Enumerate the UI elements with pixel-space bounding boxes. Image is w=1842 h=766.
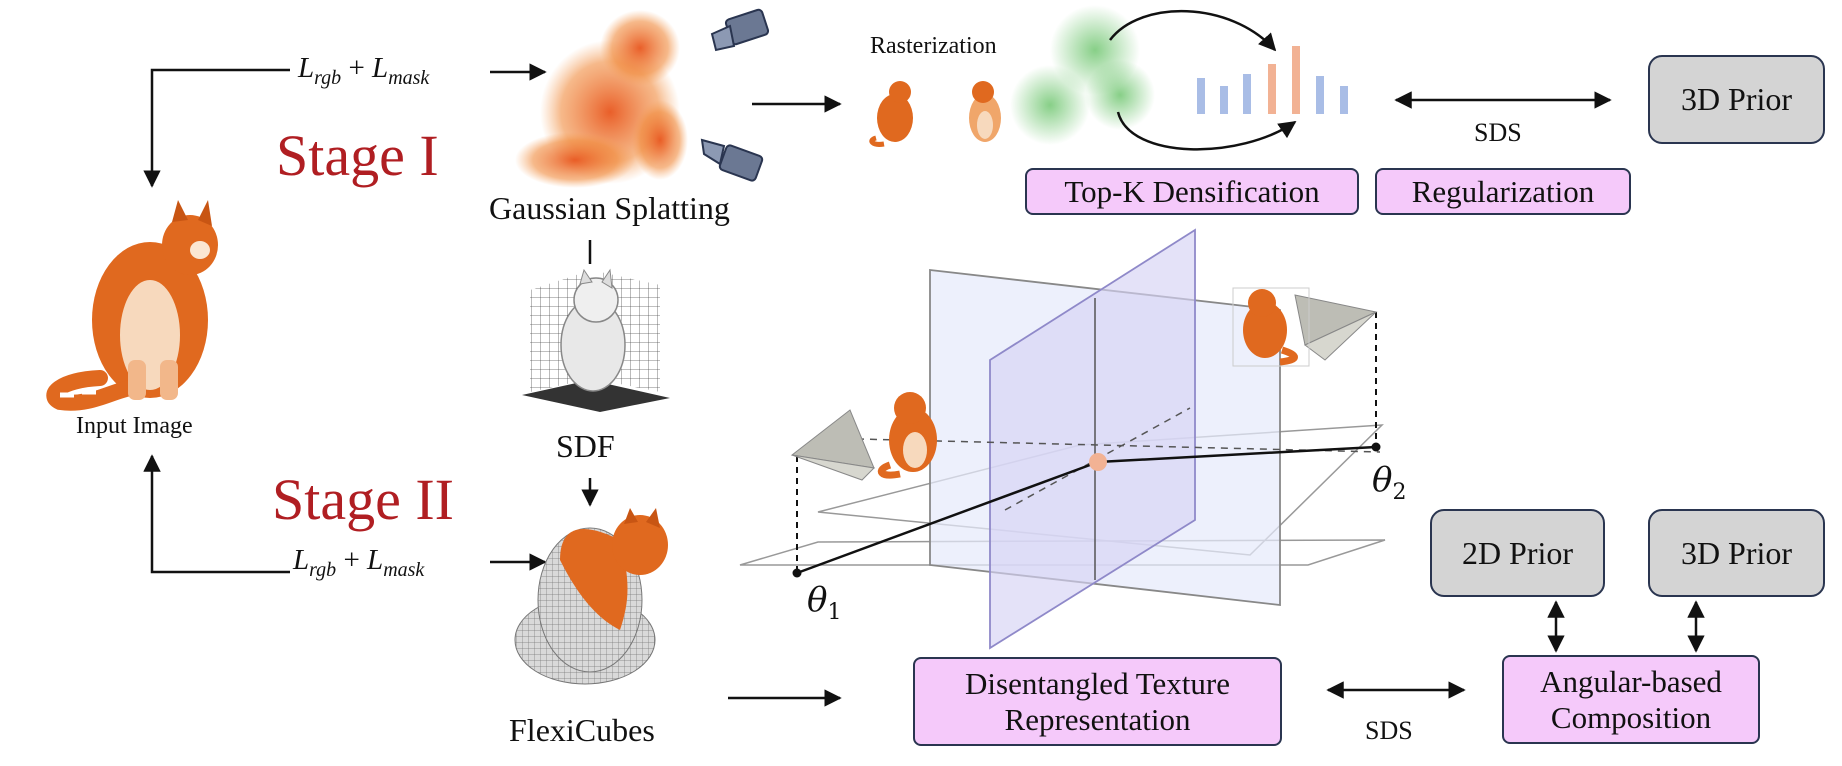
stage1-title: Stage I: [276, 123, 439, 188]
view-cone-right: [1294, 294, 1378, 361]
stage2-title: Stage II: [272, 467, 454, 532]
gaussian-blobs: [1010, 5, 1155, 145]
gaussian-splatting-label: Gaussian Splatting: [489, 190, 730, 226]
disentangled-texture-box: Disentangled Texture Representation: [913, 657, 1282, 746]
rasterized-cat-1: [869, 81, 913, 147]
camera-icon-bottom: [700, 138, 764, 182]
sds-label-bottom: SDS: [1365, 716, 1413, 745]
angular-composition-box: Angular-based Composition: [1502, 655, 1760, 744]
view-cone-left: [790, 409, 876, 481]
prior-2d-box: 2D Prior: [1430, 509, 1605, 597]
regularization-box: Regularization: [1375, 168, 1631, 215]
sdf-label: SDF: [556, 428, 615, 464]
input-image-label: Input Image: [76, 413, 193, 439]
camera-icon-top: [710, 8, 770, 52]
histogram-bars: [1197, 46, 1348, 114]
stage1-loss: Lrgb + Lmask: [298, 52, 430, 89]
view-cat-left: [877, 392, 937, 479]
topk-densification-box: Top-K Densification: [1025, 168, 1359, 215]
rasterization-label: Rasterization: [870, 33, 997, 59]
rasterized-cat-2: [969, 81, 1001, 142]
flexicubes-cat: [514, 508, 668, 685]
stage2-loop-arrow: [143, 454, 547, 574]
theta2-label: θ2: [1372, 460, 1407, 505]
stage1-loop-arrow: [143, 63, 547, 188]
sds-label-top: SDS: [1474, 118, 1522, 147]
densify-arrow-bottom: [1116, 111, 1297, 151]
flexicubes-label: FlexiCubes: [509, 712, 655, 748]
angular-planes: [739, 228, 1386, 650]
view-cat-right: [1232, 287, 1310, 367]
prior-3d-top-box: 3D Prior: [1648, 55, 1825, 144]
stage2-loss: Lrgb + Lmask: [293, 544, 425, 581]
sdf-grid-image: [522, 268, 670, 412]
prior-3d-bottom-box: 3D Prior: [1648, 509, 1825, 597]
gaussian-splat-cat: [515, 10, 688, 188]
input-cat-image: [46, 200, 218, 411]
theta1-label: θ1: [807, 580, 842, 625]
densify-arrow-top: [1109, 9, 1277, 52]
